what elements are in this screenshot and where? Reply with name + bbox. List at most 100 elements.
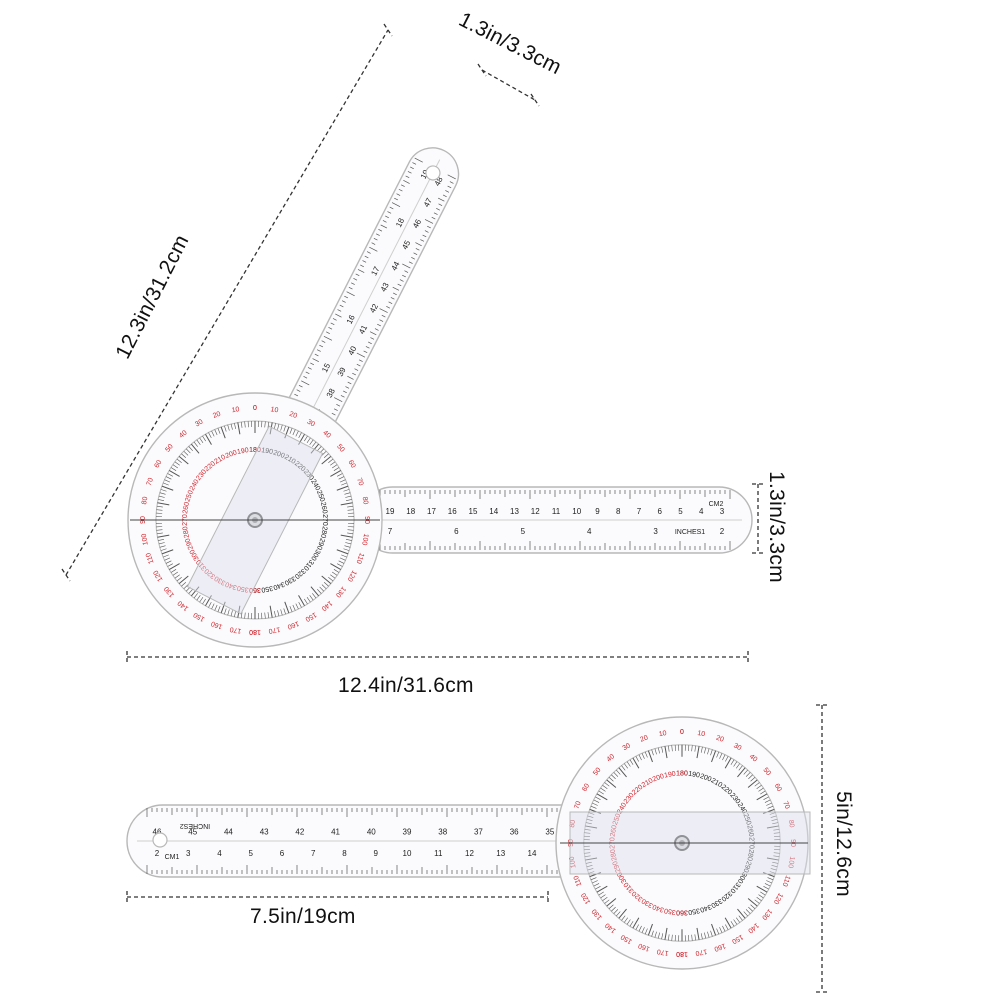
protractor-tick (298, 433, 305, 445)
ruler-tick (335, 313, 342, 318)
protractor-red-label: 110 (145, 552, 155, 565)
protractor-red-label: 30 (306, 419, 316, 429)
ruler-bottom-label: 6 (280, 849, 285, 858)
protractor-tick (661, 746, 664, 753)
protractor-tick (661, 933, 664, 940)
protractor-tick (766, 880, 772, 884)
protractor-inner-label: 350 (664, 906, 677, 915)
protractor-tick (185, 448, 191, 454)
protractor-tick (208, 602, 212, 608)
protractor-red-label: 10 (231, 406, 240, 414)
protractor-tick (747, 779, 758, 788)
protractor-tick (220, 601, 226, 614)
protractor-red-label: 10 (658, 730, 667, 738)
protractor-tick (304, 598, 308, 605)
protractor-tick (214, 604, 218, 611)
ruler-tick (378, 229, 383, 232)
ruler-tick (326, 331, 330, 334)
protractor-tick (626, 761, 631, 767)
protractor-red-label: 20 (288, 411, 298, 420)
protractor-tick (691, 745, 693, 752)
protractor-tick (156, 529, 163, 531)
ruler-tick (413, 252, 418, 255)
ruler-tick (343, 390, 347, 394)
protractor-tick (762, 872, 775, 878)
ruler-tick (312, 358, 319, 363)
protractor-inner-label: 280 (182, 526, 191, 539)
ruler-tick (394, 197, 399, 201)
ruler-tick (410, 166, 414, 170)
ruler-tick (389, 206, 394, 210)
ruler-tick (399, 279, 404, 282)
protractor-red-label: 160 (637, 942, 650, 953)
protractor-tick (595, 886, 601, 890)
protractor-red-label: 0 (680, 729, 684, 736)
protractor-inner-label: 290 (184, 537, 195, 550)
dimension-line (530, 93, 540, 107)
protractor-tick (161, 549, 174, 555)
ruler-tick (402, 274, 406, 278)
protractor-tick (338, 476, 345, 480)
protractor-tick (766, 857, 779, 861)
protractor-tick (585, 857, 598, 861)
protractor-tick (767, 877, 774, 881)
protractor-inner-label: 240 (189, 478, 201, 492)
protractor-tick (284, 601, 290, 614)
protractor-tick (161, 485, 174, 491)
closed-goniometer: 4645444342414039383736353433322345678910… (126, 716, 811, 970)
protractor-tick (347, 509, 354, 511)
protractor-tick (211, 603, 215, 610)
protractor-red-label: 60 (154, 459, 164, 469)
protractor-tick (292, 604, 296, 611)
protractor-tick (585, 825, 598, 829)
protractor-tick (764, 799, 771, 803)
protractor-tick (168, 563, 180, 570)
protractor-red-label: 180 (676, 950, 688, 957)
protractor-tick (606, 779, 617, 788)
protractor-tick (196, 595, 201, 601)
protractor-inner-label: 340 (224, 580, 237, 591)
ruler-tick (360, 264, 364, 268)
ruler-top-label: 10 (572, 507, 581, 516)
ruler-tick (373, 237, 378, 241)
protractor-red-label: 70 (781, 800, 790, 810)
ruler-tick (346, 291, 355, 297)
protractor-red-label: 10 (697, 730, 706, 738)
protractor-tick (613, 772, 619, 777)
protractor-inner-label: 180 (676, 771, 688, 778)
protractor-tick (750, 777, 756, 782)
protractor-tick (158, 542, 165, 545)
protractor-tick (309, 439, 314, 445)
protractor-tick (193, 441, 198, 447)
ruler-tick (352, 372, 356, 376)
protractor-inner-label: 330 (710, 897, 724, 909)
protractor-red-label: 70 (146, 477, 155, 487)
protractor-tick (330, 563, 342, 570)
protractor-tick (700, 746, 703, 753)
protractor-tick (170, 569, 177, 573)
protractor-tick (616, 911, 621, 917)
protractor-tick (696, 927, 700, 940)
protractor-tick (623, 763, 629, 769)
ruler-tick (364, 255, 369, 259)
ruler-tick (424, 230, 429, 233)
ruler-tick (333, 408, 338, 411)
protractor-tick (733, 919, 738, 925)
protractor-tick (277, 610, 280, 617)
protractor-inner-label: 330 (213, 574, 227, 586)
protractor-inner-label: 340 (652, 902, 665, 913)
protractor-tick (764, 883, 771, 887)
protractor-red-label: 70 (355, 477, 364, 487)
protractor-tick (274, 423, 276, 430)
protractor-tick (773, 852, 780, 854)
protractor-inner-label: 260 (319, 502, 328, 515)
hang-hole-bottom (152, 832, 168, 848)
protractor-tick (347, 532, 354, 535)
protractor-tick (341, 482, 347, 486)
protractor-tick (738, 765, 743, 771)
protractor-red-label: 40 (606, 753, 617, 763)
protractor-inner-label: 250 (742, 813, 753, 826)
protractor-tick (711, 750, 717, 763)
protractor-tick (292, 429, 296, 436)
